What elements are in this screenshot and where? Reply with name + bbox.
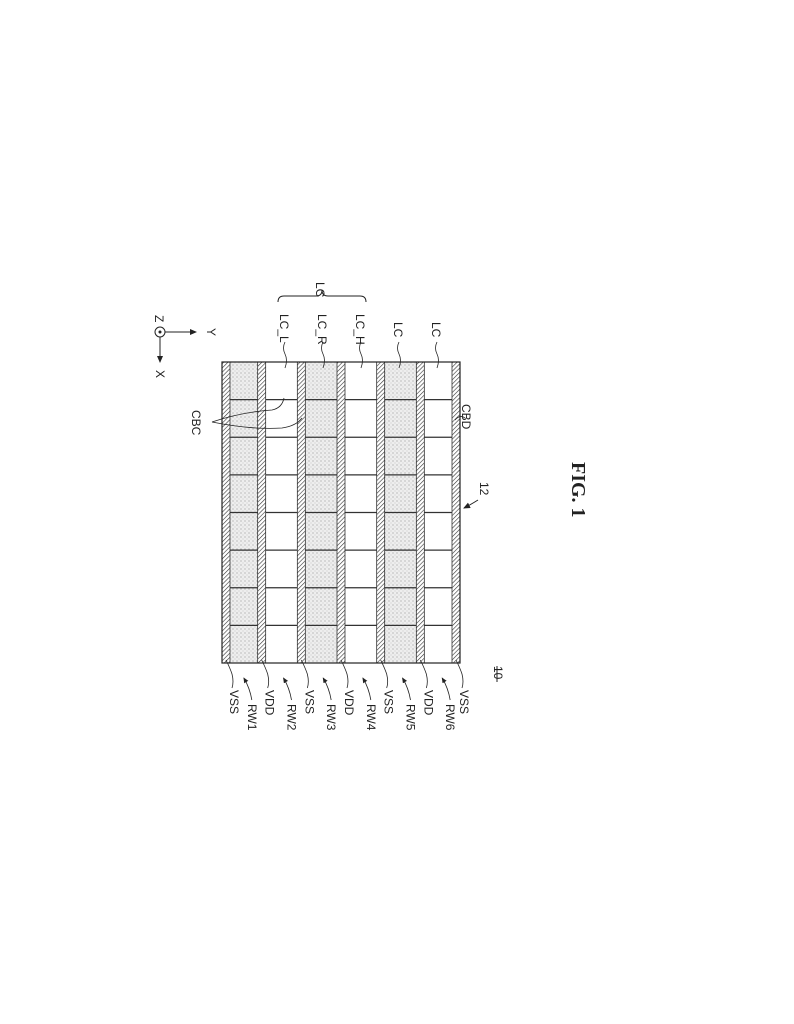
power-rail-vdd [415, 361, 425, 664]
cbd-label: CBD [459, 404, 473, 430]
top-leader-lines [211, 341, 466, 429]
row-label: RW5 [404, 704, 418, 731]
figure-label: FIG. 1 [567, 462, 589, 518]
rail-label: VDD [263, 690, 277, 716]
power-rail-vss [296, 361, 306, 664]
y-axis-label: Y [204, 328, 218, 336]
bottom-labels: VSS VDD VSS VDD VSS VDD VSS RW1 RW2 RW3 RW4 RW5 RW6 [225, 659, 471, 731]
z-axis-label: Z [152, 315, 166, 322]
cbc-label: CBC [189, 410, 203, 436]
lc-group-label: LC [313, 282, 327, 298]
rail-label: VSS [227, 690, 241, 714]
array-arrow [463, 499, 479, 509]
power-rail-vss [376, 361, 386, 664]
row-label: RW1 [245, 704, 259, 731]
power-rail-vdd [336, 361, 346, 664]
power-rail-vss [221, 361, 231, 664]
label-lc-l: LC_L [277, 314, 291, 343]
label-lc-r: LC_R [315, 314, 329, 345]
row-label: RW3 [324, 704, 338, 731]
label-lc-h: LC_H [353, 314, 367, 345]
rail-label: VSS [457, 690, 471, 714]
label-lc-4: LC [391, 322, 405, 338]
x-axis-label: X [153, 370, 167, 378]
rail-label: VSS [382, 690, 396, 714]
lc-group-brace [277, 289, 367, 303]
rail-label: VDD [342, 690, 356, 716]
power-rail-vss [451, 361, 461, 664]
row-label: RW6 [443, 704, 457, 731]
power-rail-vdd [257, 361, 267, 664]
axis-indicator: Z Y X [152, 315, 218, 378]
cell-array-grid [221, 361, 461, 664]
rail-label: VDD [421, 690, 435, 716]
device-reference-numeral: 10 [491, 666, 505, 680]
rail-label: VSS [302, 690, 316, 714]
row-label: RW2 [285, 704, 299, 731]
array-reference-numeral: 12 [477, 482, 491, 496]
row-label: RW4 [364, 704, 378, 731]
label-lc-5: LC [429, 322, 443, 338]
array-outline [221, 361, 461, 664]
